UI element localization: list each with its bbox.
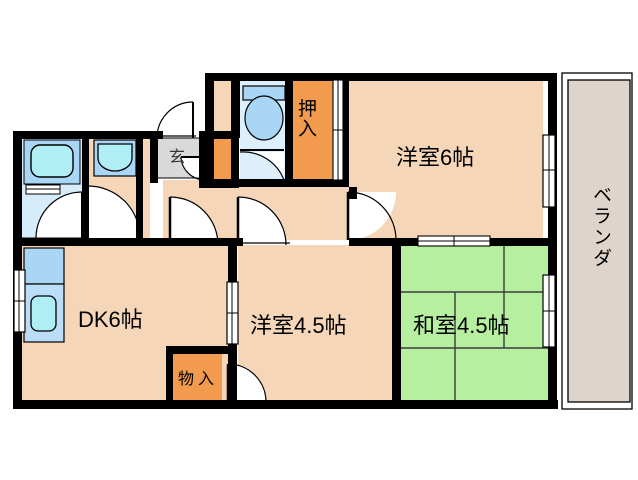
- dk-door-arc: [169, 196, 219, 246]
- mononyu-fill: [172, 352, 222, 402]
- toilet-door-arc: [239, 151, 285, 181]
- wall-toilet-bottom: [205, 179, 349, 187]
- wall-bath-washroom: [82, 131, 89, 245]
- yoshitsu45-door: [238, 197, 286, 245]
- bath-door: [22, 192, 82, 238]
- wall-toilet-right: [285, 73, 293, 186]
- entrance-door: [153, 102, 193, 138]
- wall-corridor-right-stub: [349, 187, 357, 199]
- toilet-side-strip: [214, 80, 236, 138]
- fixtures: [23, 85, 286, 343]
- wall-lower-divider-a: [225, 238, 234, 246]
- bathtub-icon: [30, 144, 74, 178]
- wall-bottom-outer: [13, 400, 558, 409]
- window-bath[interactable]: [25, 184, 61, 195]
- wall-top-main: [205, 73, 556, 81]
- wall-mononyu-left: [166, 346, 173, 402]
- tatami-seams: [401, 245, 556, 402]
- toilet-door: [240, 151, 284, 180]
- yoshitsu6-door: [348, 192, 396, 240]
- toilet-bowl-icon: [244, 95, 284, 141]
- windows: [13, 79, 556, 348]
- wall-shoebox-bottom: [199, 180, 239, 188]
- veranda-rail-inner: [567, 79, 631, 403]
- wall-oshiire-right: [341, 73, 349, 186]
- washitsu-floor: [401, 245, 556, 402]
- wall-toilet-left: [205, 73, 214, 186]
- veranda-floor: [568, 80, 630, 402]
- door-swings: [22, 101, 397, 403]
- washroom-door: [88, 186, 140, 238]
- yoshitsu45-floor: [238, 245, 393, 402]
- wall-washroom-genkan: [136, 131, 143, 245]
- yoshitsu45-door-arc: [237, 196, 287, 246]
- mononyu-door: [228, 364, 266, 402]
- kitchen-sink-basin: [30, 295, 57, 332]
- kitchen-counter: [23, 247, 65, 285]
- wall-yoshitsu45-washitsu: [392, 245, 401, 402]
- wall-mononyu-top: [166, 346, 230, 354]
- dk-door: [170, 197, 218, 245]
- veranda-outline: [561, 72, 633, 410]
- wall-shoebox-top: [199, 131, 233, 139]
- wall-toilet-strip: [231, 73, 240, 138]
- wall-genkan-left: [150, 131, 158, 183]
- wall-shoebox-left: [199, 131, 206, 187]
- veranda-rail-outer: [561, 72, 633, 410]
- bath-door-arc: [35, 191, 83, 239]
- genkan-outline: [152, 137, 206, 179]
- washbasin-icon: [97, 143, 133, 172]
- wall-shoebox-right: [231, 131, 239, 187]
- wall-corridor-bottom: [13, 238, 243, 246]
